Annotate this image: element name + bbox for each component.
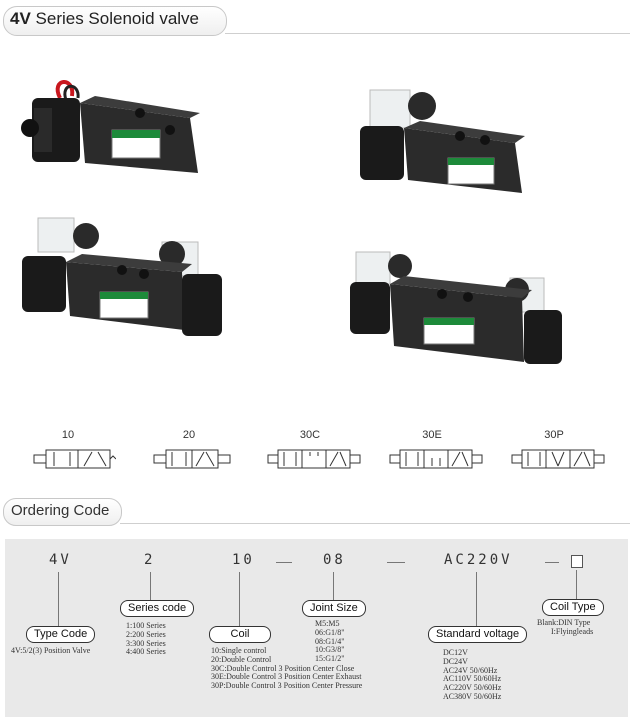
tag-type-code: Type Code: [26, 626, 96, 643]
page-title: 4V Series Solenoid valve: [10, 9, 200, 28]
connector-joint: [333, 572, 334, 600]
valve-image-single-flying-leads: [21, 80, 200, 173]
connector-type: [58, 572, 59, 627]
symbol-label-30e: 30E: [422, 429, 442, 441]
ordering-heading-underline: [120, 523, 630, 524]
coil-type-desc: Blank:DIN Type I:Flyingleads: [537, 618, 594, 636]
code-voltage: AC220V: [444, 552, 513, 568]
tag-joint-size: Joint Size: [302, 600, 366, 617]
title-underline: [225, 33, 630, 34]
connector-coil-type: [576, 570, 577, 600]
valve-symbol-20: [153, 449, 231, 469]
code-separator-3: [545, 562, 559, 563]
valve-symbol-30e: [389, 449, 483, 469]
joint-size-desc: M5:M5 06:G1/8" 08:G1/4" 10:G3/8" 15:G1/2…: [315, 619, 345, 664]
tag-standard-voltage: Standard voltage: [428, 626, 528, 643]
code-separator-2: [387, 562, 405, 563]
valve-symbol-30c: [267, 449, 361, 469]
symbol-label-30c: 30C: [299, 429, 321, 441]
title-pill: [3, 6, 227, 36]
valve-symbol-10: [33, 449, 116, 469]
valve-image-single-din: [360, 89, 525, 193]
code-type: 4V: [49, 552, 72, 568]
symbol-label-10: 10: [61, 429, 75, 441]
valve-symbol-30p: [511, 449, 605, 469]
type-code-desc: 4V:5/2(3) Position Valve: [11, 646, 91, 655]
valve-image-3-position: [350, 251, 562, 364]
tag-coil: Coil: [209, 626, 271, 643]
connector-series: [150, 572, 151, 600]
tag-coil-type: Coil Type: [542, 599, 604, 616]
ordering-heading-pill: [3, 498, 122, 526]
code-series: 2: [144, 552, 156, 568]
coil-desc: 10:Single control 20:Double Control 30C:…: [211, 646, 363, 691]
code-separator-1: [276, 562, 292, 563]
code-coil: 10: [232, 552, 255, 568]
series-code-desc: 1:100 Series 2:200 Series 3:300 Series 4…: [126, 621, 166, 657]
voltage-desc: DC12V DC24V AC24V 50/60Hz AC110V 50/60Hz…: [443, 648, 502, 701]
connector-coil: [239, 572, 240, 627]
connector-voltage: [476, 572, 477, 627]
ordering-heading: Ordering Code: [11, 502, 110, 519]
symbol-label-30p: 30P: [544, 429, 564, 441]
code-joint-size: 08: [323, 552, 346, 568]
code-coil-type-box: [571, 555, 583, 568]
tag-series-code: Series code: [120, 600, 195, 617]
symbol-label-20: 20: [182, 429, 196, 441]
valve-image-double-din: [22, 217, 222, 336]
